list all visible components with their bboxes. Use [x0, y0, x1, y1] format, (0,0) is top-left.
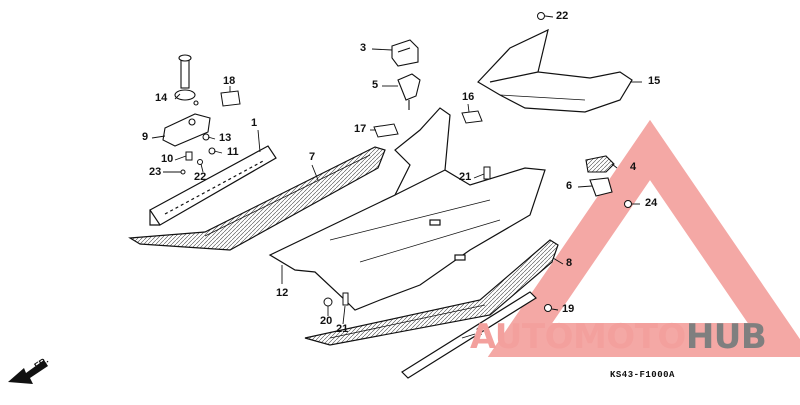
watermark-part-1: AUTOMOTO [470, 317, 686, 357]
part-9-cover [162, 113, 211, 147]
bolts [323, 12, 632, 312]
callout-number: 16 [462, 91, 475, 103]
callout-number: 13 [219, 132, 232, 144]
callout-number: 17 [354, 123, 367, 135]
callout-number: 19 [562, 303, 575, 315]
callout-number: 1 [251, 117, 258, 129]
callout-number: 12 [276, 287, 289, 299]
callout-number: 11 [227, 146, 239, 158]
callout-number: 9 [142, 131, 149, 143]
part-1-side-cover [149, 145, 277, 226]
leader-lines [151, 15, 642, 339]
callout-number: 20 [320, 315, 333, 327]
part-16-label [461, 110, 483, 124]
front-arrow-icon [8, 360, 48, 384]
part-5-stay [397, 73, 421, 110]
callout-number: 18 [223, 75, 236, 87]
part-15-top-cover [477, 28, 633, 113]
part-8-right-floor [304, 239, 559, 346]
callout-number: 8 [566, 257, 573, 269]
callout-number: 10 [161, 153, 174, 165]
watermark-triangle [487, 119, 800, 357]
part-14-lock [174, 54, 199, 106]
callout-number: 7 [309, 151, 316, 163]
part-18-label [220, 90, 241, 107]
part-3-bracket [391, 39, 419, 67]
callout-number: 23 [149, 166, 162, 178]
callout-number: 21 [459, 171, 472, 183]
callout-number: 21 [336, 323, 349, 335]
callout-number: 3 [360, 42, 367, 54]
callout-number: 2 [476, 326, 483, 338]
callout-number: 6 [566, 180, 573, 192]
watermark-part-2: HUB [685, 317, 767, 357]
callout-number: 15 [648, 75, 661, 87]
part-6-clip [589, 177, 613, 197]
part-2-lower-strip [401, 291, 537, 379]
callout-number: 22 [556, 10, 569, 22]
callout-number: 22 [194, 171, 207, 183]
part-17-label [373, 123, 399, 138]
part-4-cap [585, 155, 615, 173]
drawing-code: KS43-F1000A [610, 370, 675, 380]
callout-number: 24 [645, 197, 658, 209]
part-7-left-floor [128, 146, 386, 251]
callout-number: 4 [630, 161, 637, 173]
watermark-text: AUTOMOTOHUB [470, 317, 767, 357]
callout-number: 14 [155, 92, 168, 104]
callout-number: 5 [372, 79, 379, 91]
